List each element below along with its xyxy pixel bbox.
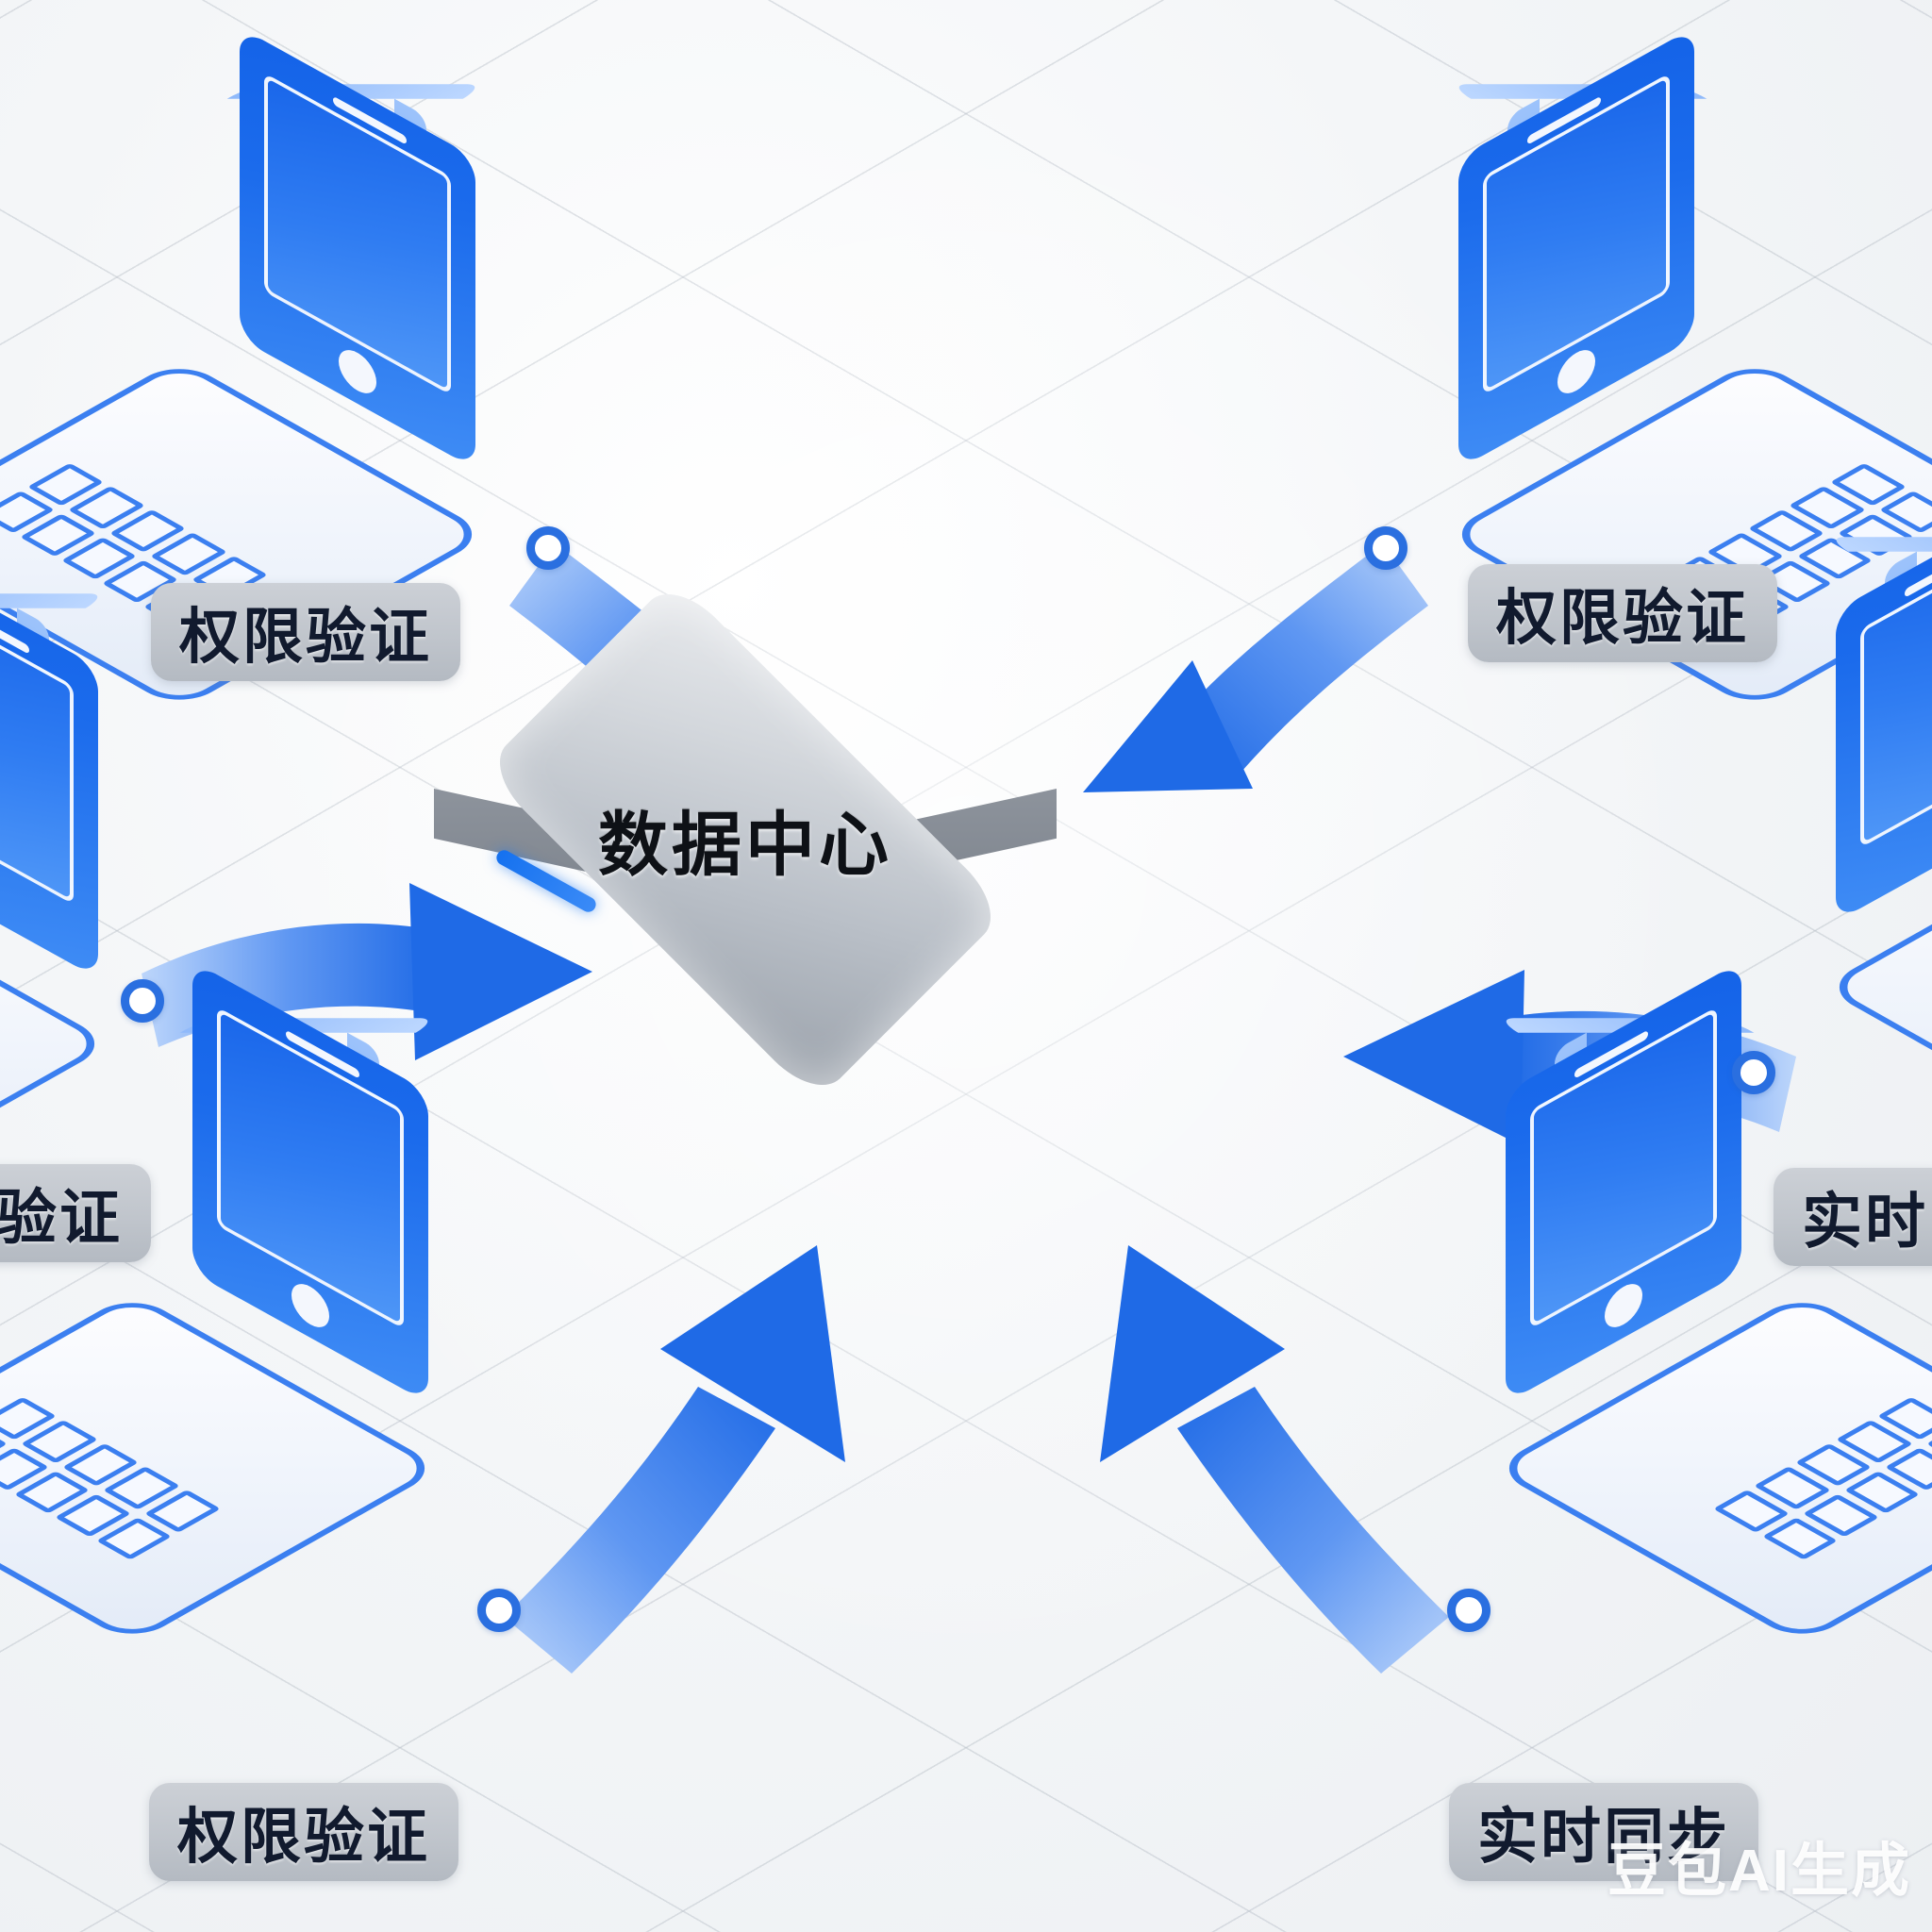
label-mid-right: 实时 [1774, 1168, 1932, 1266]
label-mid-left: 验证 [0, 1164, 151, 1262]
phone-home-button-icon [291, 1275, 329, 1336]
connector-dot-mid-right[interactable] [1732, 1051, 1775, 1094]
device-top-right[interactable] [1368, 26, 1932, 710]
data-center-body: 数据中心 [434, 576, 1057, 1103]
phone-home-button-icon [339, 341, 376, 402]
data-center-label: 数据中心 [598, 806, 892, 884]
phone-home-button-icon [1605, 1275, 1642, 1336]
data-center-node[interactable]: 数据中心 [434, 566, 1057, 1103]
phone-home-button-icon [1557, 341, 1595, 402]
arrow-top-right-to-hub [1083, 543, 1428, 792]
device-top-left[interactable] [0, 26, 566, 710]
label-top-left: 权限验证 [151, 583, 460, 681]
connector-dot-top-left[interactable] [526, 526, 570, 570]
label-top-right: 权限验证 [1468, 564, 1777, 662]
device-bottom-left[interactable] [0, 960, 519, 1644]
arrow-bottom-right-to-hub [1100, 1245, 1449, 1674]
connector-dot-bottom-left[interactable] [477, 1589, 521, 1632]
connector-dot-mid-left[interactable] [121, 979, 164, 1023]
label-bottom-right: 实时同步 [1449, 1783, 1758, 1881]
label-bottom-left: 权限验证 [149, 1783, 458, 1881]
keyboard-keys-bottom-left [0, 1396, 221, 1560]
phone-top-rim-mid-right [1823, 537, 1932, 552]
connector-dot-bottom-right[interactable] [1447, 1589, 1491, 1632]
arrow-bottom-left-to-hub [504, 1245, 845, 1674]
watermark-text: 豆包AI生成 [1607, 1839, 1911, 1904]
phone-top-rim-mid-left [0, 593, 111, 608]
keyboard-keys-bottom-right [1713, 1396, 1932, 1560]
connector-dot-top-right[interactable] [1364, 526, 1407, 570]
